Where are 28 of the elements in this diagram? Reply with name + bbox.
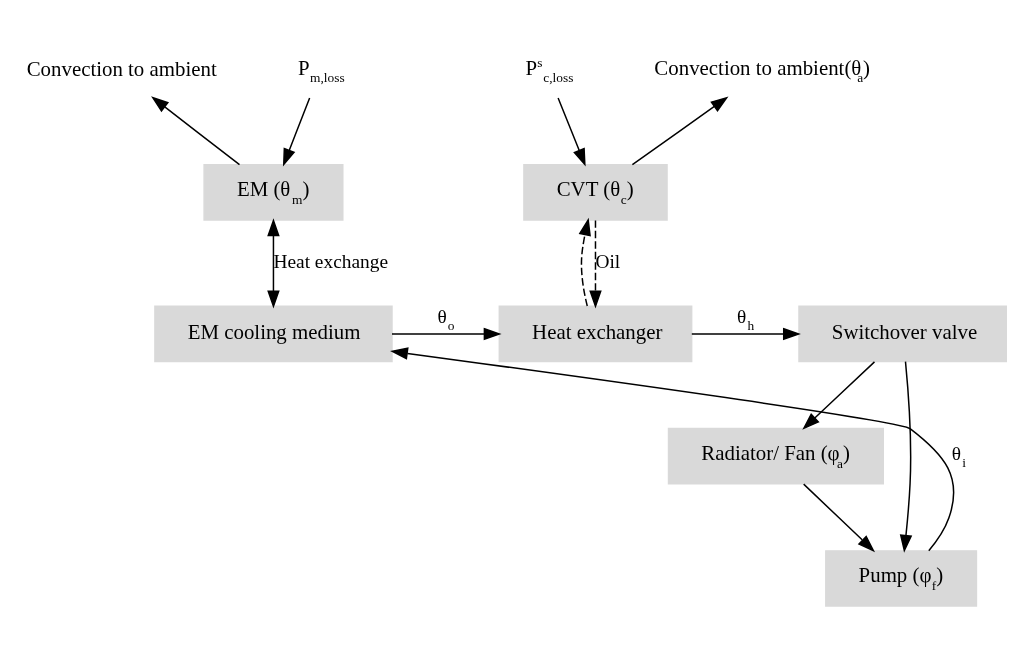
edge-label: θ$_{o}$ bbox=[437, 305, 455, 334]
edge-label: Heat exchange bbox=[273, 251, 389, 273]
arrow bbox=[390, 347, 955, 552]
node-text: Convection to ambient bbox=[26, 57, 217, 82]
node-box: Pump (φ$_{f}$) bbox=[825, 550, 978, 607]
arrow bbox=[899, 360, 913, 553]
arrow bbox=[391, 327, 502, 341]
node-text: Convection to ambient(θ$_{a}$) bbox=[654, 55, 871, 86]
node-box: Switchover valve bbox=[798, 305, 1007, 363]
arrow bbox=[802, 361, 876, 430]
arrow bbox=[631, 96, 729, 166]
arrow bbox=[578, 217, 591, 307]
arrow bbox=[282, 97, 311, 167]
node-text: P$_{m,loss}$ bbox=[298, 55, 345, 86]
node-box: EM (θ$_{m}$) bbox=[203, 164, 344, 221]
arrow bbox=[802, 483, 876, 553]
node-box: CVT (θ$_{c}$) bbox=[523, 164, 668, 221]
edge-label: Oil bbox=[595, 251, 621, 273]
arrow bbox=[151, 96, 241, 166]
node-box: Radiator/ Fan (φ$_{a}$) bbox=[667, 427, 884, 485]
arrow bbox=[557, 97, 586, 167]
arrow bbox=[267, 218, 280, 309]
edge-label: θ$_{i}$ bbox=[951, 442, 966, 471]
edge-label: θ$_{h}$ bbox=[737, 305, 755, 334]
arrow bbox=[691, 327, 801, 341]
node-box: EM cooling medium bbox=[154, 305, 393, 363]
arrow bbox=[589, 219, 602, 309]
node-box: Heat exchanger bbox=[498, 305, 693, 363]
